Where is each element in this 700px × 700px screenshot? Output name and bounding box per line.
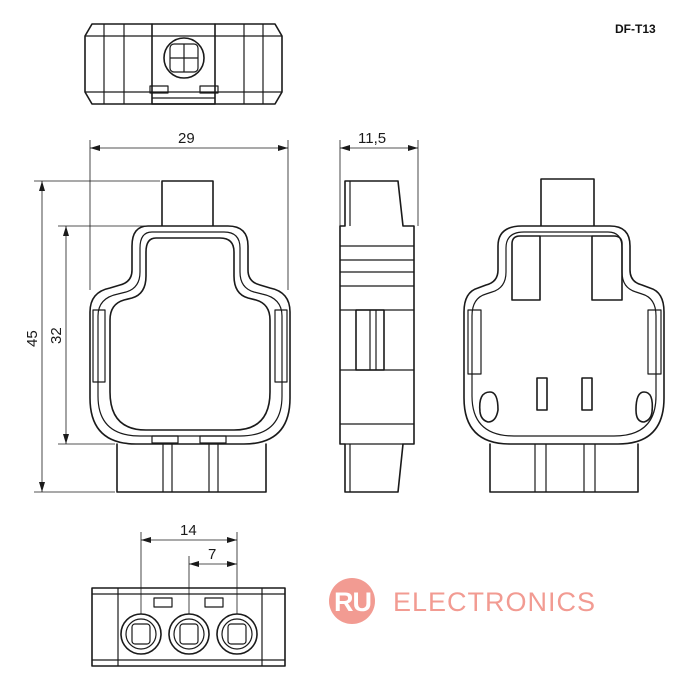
dimension-depth: 11,5 xyxy=(339,130,419,226)
dimension-pitch-single: 7 xyxy=(188,546,237,614)
dimension-pitch-double-label: 14 xyxy=(180,522,197,539)
dimension-pitch-single-label: 7 xyxy=(208,546,216,563)
watermark-badge xyxy=(329,578,375,624)
dimension-height-body: 32 xyxy=(48,225,146,445)
dimension-width: 29 xyxy=(89,130,289,290)
front-view xyxy=(89,180,291,493)
top-view xyxy=(84,23,283,105)
bottom-view xyxy=(91,587,286,667)
dimension-depth-label: 11,5 xyxy=(358,130,386,147)
model-label: DF-T13 xyxy=(615,22,656,36)
dimension-height-total: 45 xyxy=(24,180,160,493)
dimension-width-label: 29 xyxy=(178,130,195,147)
dimension-height-total-label: 45 xyxy=(24,330,41,347)
dimension-pitch-double: 14 xyxy=(140,522,238,614)
dimension-height-body-label: 32 xyxy=(48,327,65,344)
side-view xyxy=(339,180,415,493)
watermark-badge-text: RU xyxy=(334,587,371,617)
rear-view xyxy=(463,178,665,493)
watermark: RU ELECTRONICS xyxy=(329,578,596,624)
watermark-text: ELECTRONICS xyxy=(393,587,596,617)
